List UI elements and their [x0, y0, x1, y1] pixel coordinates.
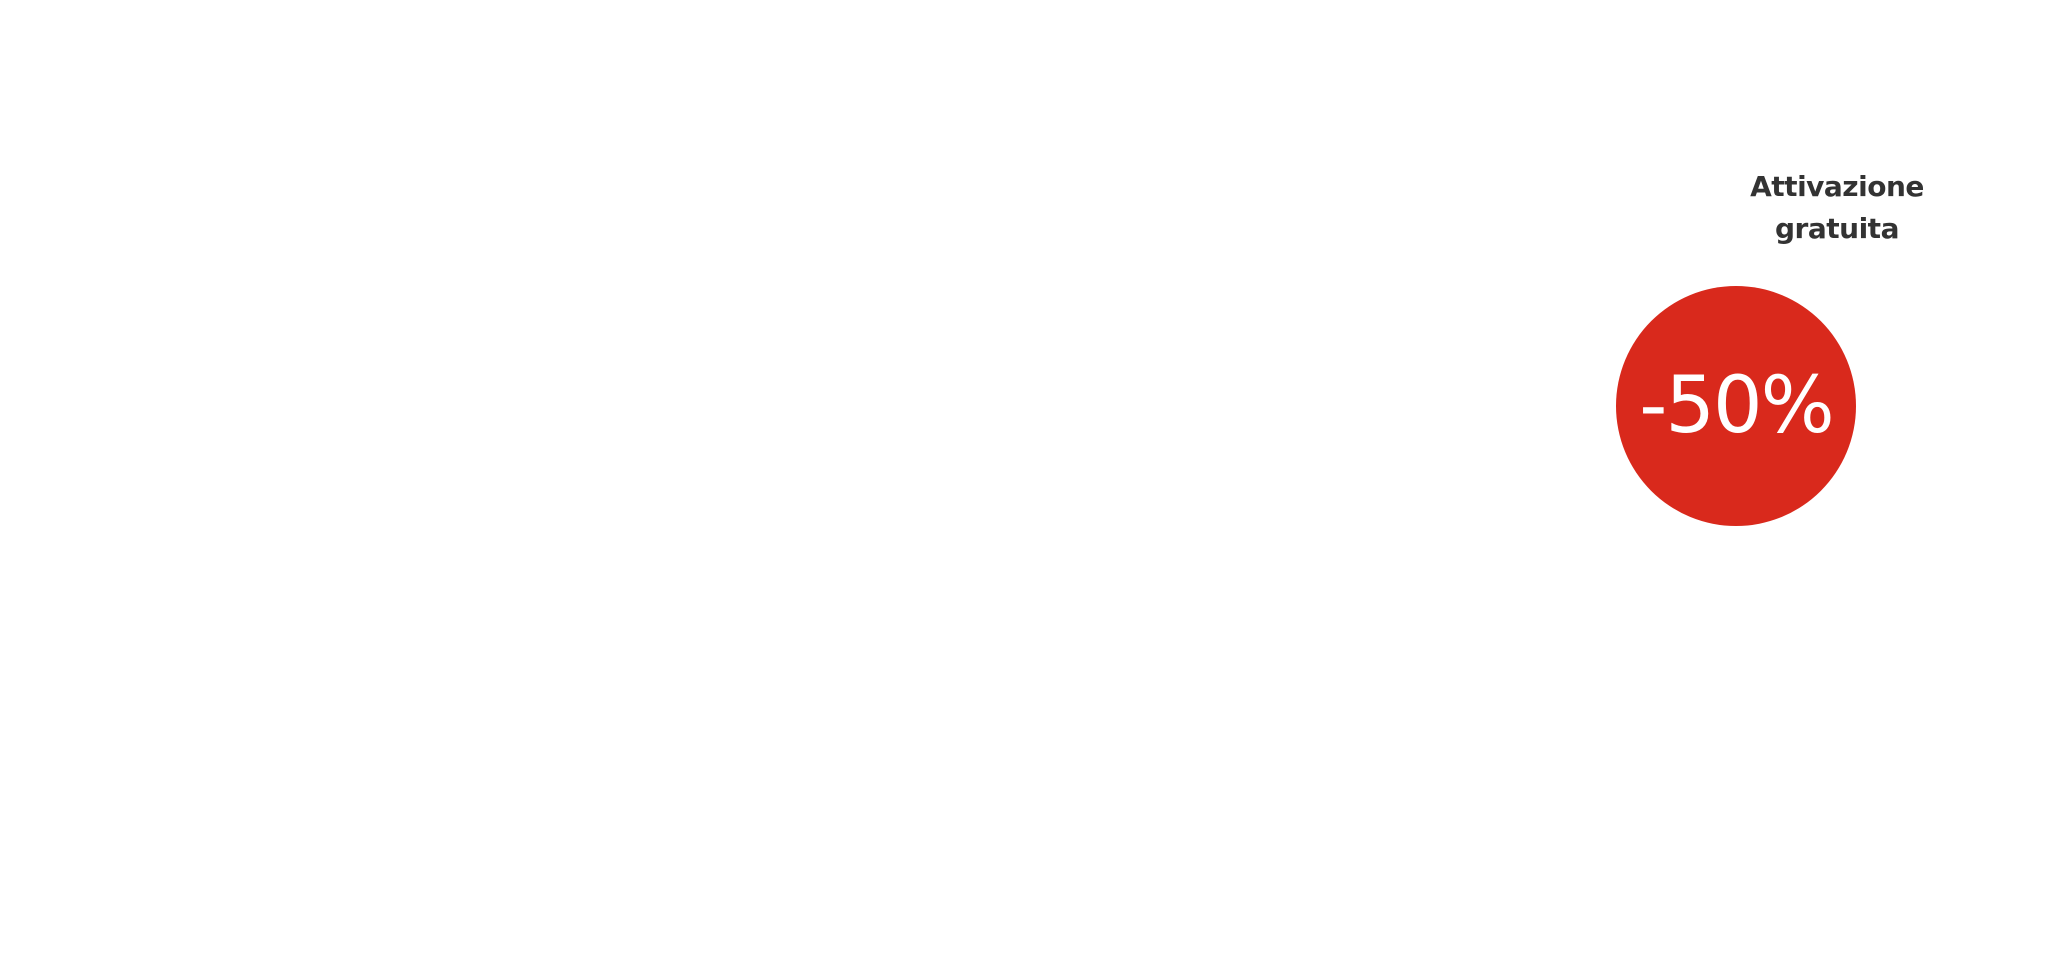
caption-line-2: gratuita	[1775, 212, 1899, 245]
discount-badge: -50%	[1616, 286, 1856, 526]
free-activation-caption: Attivazione gratuita	[1737, 166, 1937, 250]
caption-line-1: Attivazione	[1750, 170, 1924, 203]
discount-label: -50%	[1639, 361, 1835, 451]
